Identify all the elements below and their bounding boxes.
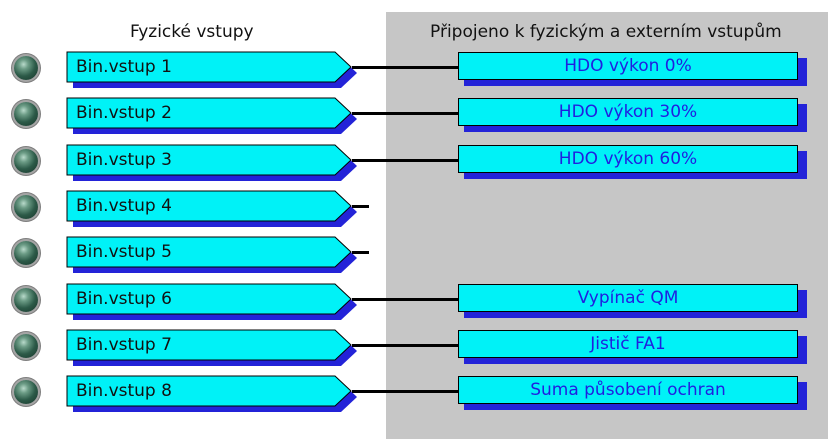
connected-target-label: HDO výkon 30%	[558, 102, 698, 123]
connected-target-label: Suma působení ochran	[530, 380, 726, 401]
input-row: Bin.vstup 4	[0, 190, 828, 233]
connected-target-block[interactable]	[458, 329, 798, 358]
connected-target-label: HDO výkon 0%	[564, 56, 692, 76]
binary-input-label: Bin.vstup 1	[76, 57, 172, 77]
status-led-icon	[14, 194, 38, 219]
binary-input-block[interactable]	[66, 375, 357, 418]
binary-input-label: Bin.vstup 6	[76, 288, 172, 309]
connected-target-block[interactable]	[458, 98, 798, 127]
binary-input-block[interactable]	[66, 236, 357, 279]
unconnected-stub	[352, 251, 369, 255]
connected-inputs-header: Připojeno k fyzickým a externím vstupům	[430, 22, 782, 42]
input-row: Bin.vstup 1 HDO výkon 0%	[0, 51, 828, 94]
connected-target-label: HDO výkon 60%	[558, 148, 698, 169]
status-led-icon	[14, 333, 38, 358]
binary-input-block[interactable]	[66, 190, 357, 233]
binary-input-block[interactable]	[66, 51, 357, 94]
connection-wire	[352, 297, 458, 301]
status-led-icon	[14, 102, 38, 127]
binary-input-block[interactable]	[66, 329, 357, 372]
connected-target-block[interactable]	[458, 283, 798, 312]
binary-input-label: Bin.vstup 3	[76, 149, 172, 170]
status-led-icon	[14, 380, 38, 405]
status-led-icon	[14, 56, 38, 80]
binary-input-label: Bin.vstup 8	[76, 381, 172, 402]
input-row: Bin.vstup 6 Vypínač QM	[0, 283, 828, 326]
physical-inputs-header: Fyzické vstupy	[130, 22, 254, 42]
input-row: Bin.vstup 2 HDO výkon 30%	[0, 97, 828, 140]
connected-target-block[interactable]	[458, 52, 798, 80]
input-row: Bin.vstup 8 Suma působení ochran	[0, 375, 828, 418]
connection-wire	[352, 158, 458, 162]
input-row: Bin.vstup 3 HDO výkon 60%	[0, 144, 828, 187]
status-led-icon	[14, 287, 38, 312]
connection-wire	[352, 66, 458, 69]
binary-input-label: Bin.vstup 4	[76, 195, 172, 216]
connection-wire	[352, 390, 458, 394]
binary-input-block[interactable]	[66, 144, 357, 187]
status-led-icon	[14, 148, 38, 173]
binary-input-label: Bin.vstup 2	[76, 103, 172, 124]
connected-target-block[interactable]	[458, 144, 798, 173]
connection-wire	[352, 343, 458, 347]
input-row: Bin.vstup 7 Jistič FA1	[0, 329, 828, 372]
binary-input-label: Bin.vstup 5	[76, 242, 172, 263]
status-led-icon	[14, 241, 38, 266]
input-row: Bin.vstup 5	[0, 236, 828, 279]
binary-input-label: Bin.vstup 7	[76, 334, 172, 355]
connected-target-label: Jistič FA1	[590, 333, 666, 354]
binary-input-block[interactable]	[66, 283, 357, 326]
connected-target-block[interactable]	[458, 376, 798, 405]
connection-wire	[352, 112, 458, 116]
unconnected-stub	[352, 204, 369, 208]
binary-input-block[interactable]	[66, 97, 357, 140]
connected-target-label: Vypínač QM	[577, 287, 679, 308]
